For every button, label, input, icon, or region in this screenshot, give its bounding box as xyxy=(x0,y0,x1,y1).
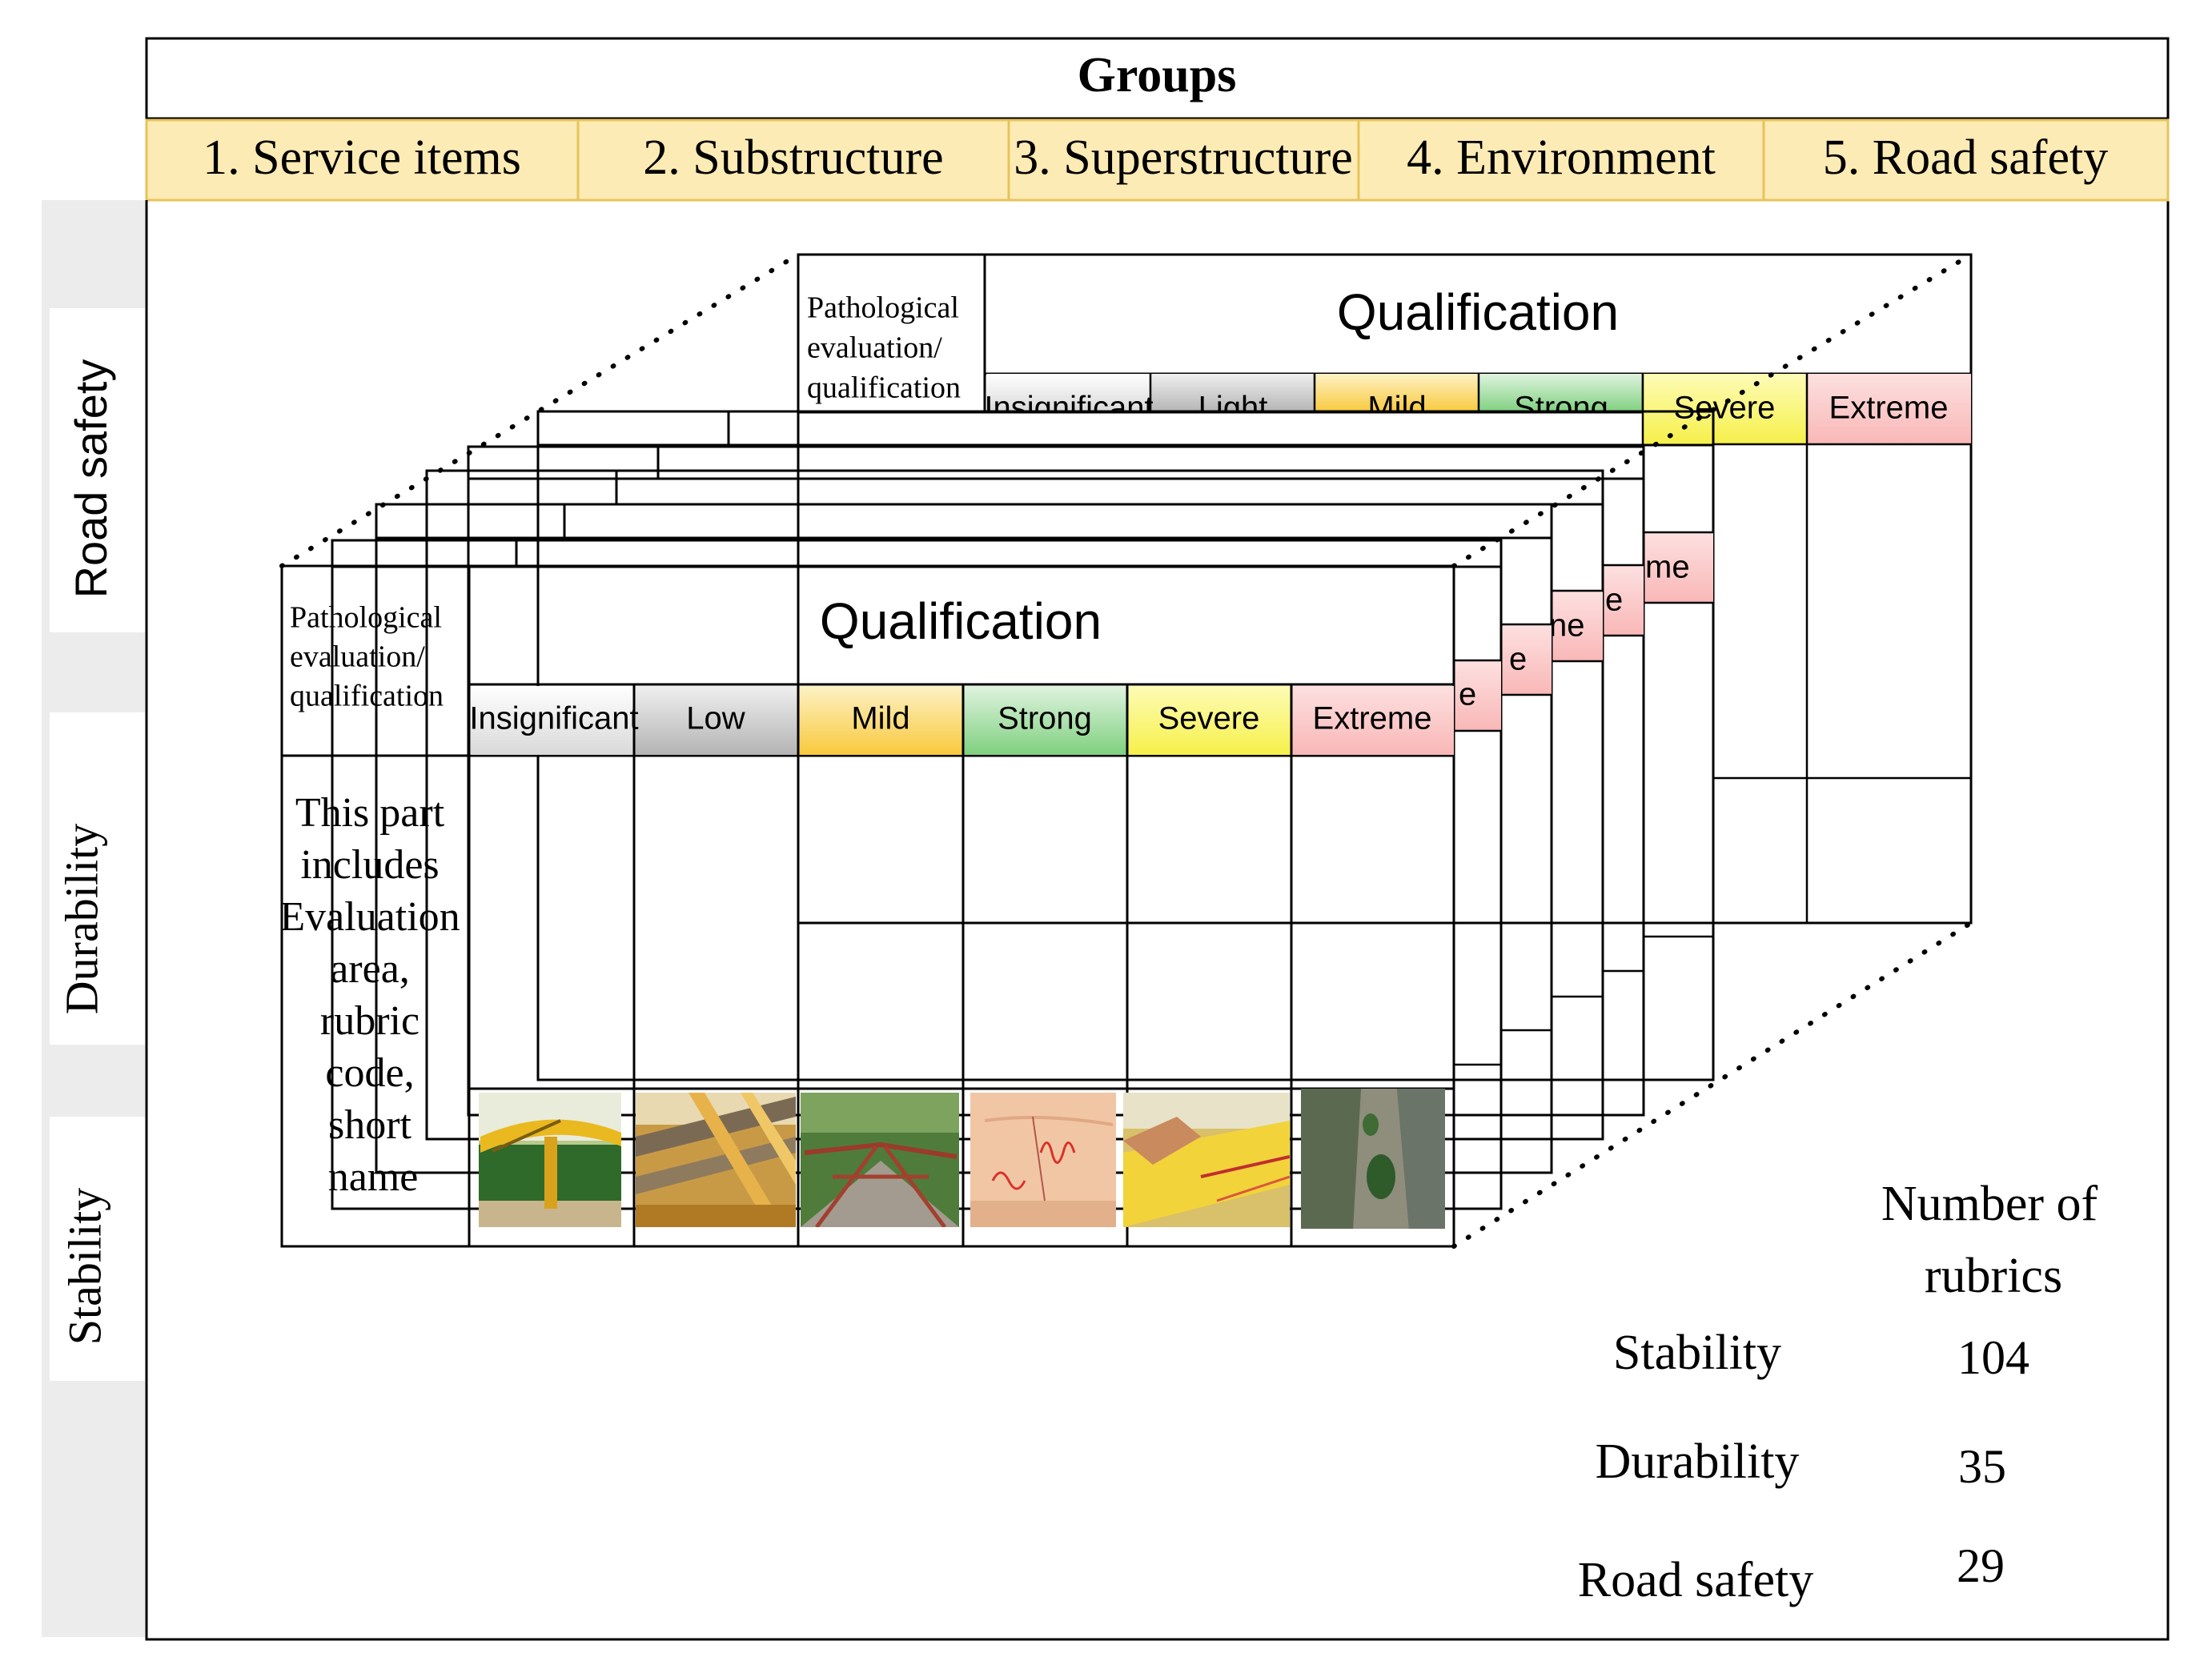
description-line-5: rubric xyxy=(320,998,420,1044)
perspective-lines xyxy=(279,252,1973,1249)
front-level-severe: Severe xyxy=(1158,701,1260,736)
description-line-7: short xyxy=(328,1102,412,1148)
front-level-mild: Mild xyxy=(851,701,909,736)
back-level-mild: Mild xyxy=(1367,391,1426,426)
rubric-row-road-safety-label: Road safety xyxy=(1578,1553,1813,1607)
back-corner-label-2: evaluation/ xyxy=(807,331,942,365)
rubric-row-road-safety-value: 29 xyxy=(1957,1539,2005,1592)
description-line-4: area, xyxy=(330,946,410,992)
photo-inspection-hand xyxy=(1123,1093,1290,1227)
stack-tab-fragment-3: ne xyxy=(1549,608,1585,644)
stack-tab-fragment-5: e xyxy=(1459,677,1476,712)
photo-steel-girders xyxy=(636,1093,796,1227)
back-level-insignificant: Insignificant xyxy=(984,391,1153,426)
outer-frame xyxy=(145,37,2170,1641)
photo-drainage-channel xyxy=(1301,1089,1445,1229)
description-line-6: code, xyxy=(325,1050,414,1096)
back-level-strong: Strong xyxy=(1514,391,1608,426)
groups-title: Groups xyxy=(1078,48,1237,102)
side-label-road-safety: Road safety xyxy=(66,359,116,599)
description-line-8: name xyxy=(328,1154,419,1200)
description-line-1: This part xyxy=(295,790,445,836)
back-level-light: Light xyxy=(1198,391,1268,426)
front-level-row: Insignificant xyxy=(469,686,1454,755)
stack-tab-fragment-1: me xyxy=(1645,550,1690,585)
back-qualification-title: Qualification xyxy=(1337,283,1619,341)
front-level-strong: Strong xyxy=(998,701,1092,736)
rubrics-heading-line-2: rubrics xyxy=(1925,1249,2062,1303)
stack-tab-fragment-2: e xyxy=(1605,583,1623,618)
back-level-severe: Severe xyxy=(1674,391,1776,426)
front-qualification-title: Qualification xyxy=(820,592,1102,650)
side-label-stability: Stability xyxy=(58,1188,110,1346)
rubric-row-durability-value: 35 xyxy=(1958,1440,2006,1493)
front-corner-label-3: qualification xyxy=(290,680,444,713)
stack-tab-fragment-4: e xyxy=(1509,642,1527,677)
group-service-items: 1. Service items xyxy=(203,130,521,185)
front-level-insignificant: Insignificant xyxy=(469,701,638,736)
back-level-extreme: Extreme xyxy=(1829,391,1949,426)
front-corner-label-1: Pathological xyxy=(290,601,442,635)
front-columns xyxy=(632,684,1293,1246)
stacked-card-3 xyxy=(425,469,1604,1141)
photo-cracked-surface xyxy=(970,1093,1116,1227)
description-line-2: includes xyxy=(300,842,439,888)
photo-truss-bridge xyxy=(801,1093,959,1227)
group-substructure: 2. Substructure xyxy=(643,130,943,185)
rubric-row-stability-value: 104 xyxy=(1957,1331,2029,1384)
front-corner-label-2: evaluation/ xyxy=(290,640,425,674)
side-label-durability: Durability xyxy=(55,824,107,1014)
back-corner-label-1: Pathological xyxy=(807,291,959,325)
photo-bridge-arch xyxy=(479,1093,621,1227)
rubrics-heading-line-1: Number of xyxy=(1881,1177,2098,1231)
side-band xyxy=(42,200,148,1639)
rubric-count-table: Number of rubrics Stability 104 Durabili… xyxy=(1578,1177,2098,1607)
front-level-extreme: Extreme xyxy=(1313,701,1432,736)
back-corner-label-3: qualification xyxy=(807,371,961,405)
back-card: Insignificant Light Mild Strong xyxy=(797,253,1973,925)
description-line-3: Evaluation xyxy=(279,894,460,940)
front-description: This part includes Evaluation area, rubr… xyxy=(279,790,460,1200)
group-band xyxy=(145,118,2170,202)
rubric-row-durability-label: Durability xyxy=(1596,1434,1800,1489)
group-environment: 4. Environment xyxy=(1407,130,1716,185)
group-superstructure: 3. Superstructure xyxy=(1014,130,1353,185)
front-level-low: Low xyxy=(686,701,745,736)
rubric-row-stability-label: Stability xyxy=(1613,1326,1781,1380)
stacked-card-2 xyxy=(467,445,1645,1117)
group-road-safety: 5. Road safety xyxy=(1823,130,2108,185)
